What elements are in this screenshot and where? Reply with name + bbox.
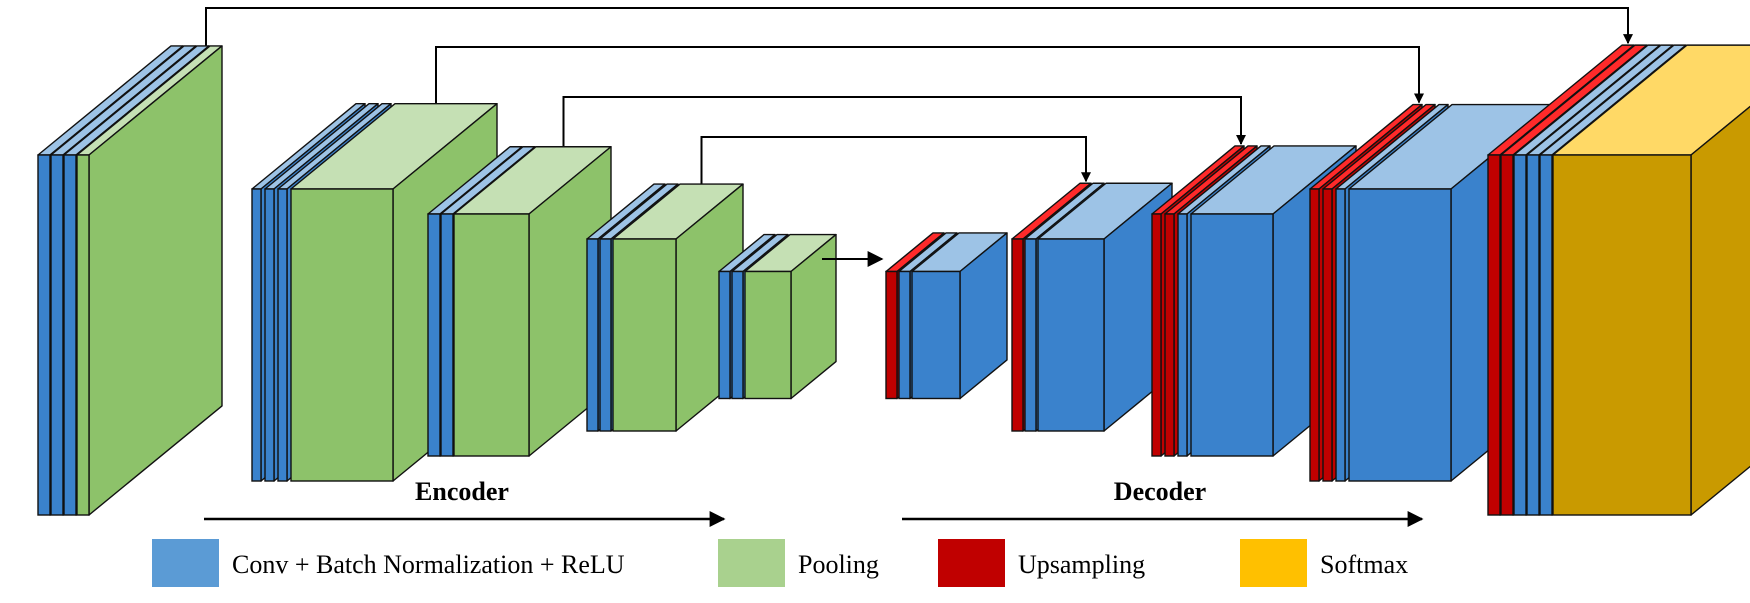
skip-connection-arrow-2: [435, 46, 1424, 106]
bottleneck-stage: [718, 233, 837, 400]
encoder-label: Encoder: [415, 477, 509, 506]
flow-arrows: [204, 251, 1424, 527]
softmax-layer: [1552, 44, 1750, 516]
legend-item-up: Upsampling: [938, 539, 1145, 587]
legend-swatch-soft: [1240, 539, 1307, 587]
skip-connection-arrow-4: [700, 136, 1091, 187]
decoder-stage-2: [1011, 182, 1173, 432]
legend-item-soft: Softmax: [1240, 539, 1408, 587]
legend-swatch-pool: [718, 539, 785, 587]
legend: Conv + Batch Normalization + ReLU Pooling…: [152, 539, 1408, 587]
decoder-label: Decoder: [1114, 477, 1206, 506]
output-stage: [1487, 44, 1750, 516]
skip-connection-arrow-3: [562, 96, 1246, 149]
legend-swatch-up: [938, 539, 1005, 587]
conv-layer: [911, 232, 1008, 400]
legend-label-soft: Softmax: [1320, 550, 1408, 579]
encoder-stage-3: [427, 146, 612, 457]
legend-item-conv: Conv + Batch Normalization + ReLU: [152, 539, 625, 587]
decoder-stage-1: [885, 232, 1008, 400]
legend-label-pool: Pooling: [798, 550, 879, 579]
legend-swatch-conv: [152, 539, 219, 587]
encoder-stage-1: [37, 45, 223, 516]
skip-connections: [205, 7, 1633, 187]
legend-label-up: Upsampling: [1018, 550, 1145, 579]
legend-item-pool: Pooling: [718, 539, 879, 587]
legend-label-conv: Conv + Batch Normalization + ReLU: [232, 550, 625, 579]
pooling-layer: [744, 233, 837, 400]
pooling-layer: [76, 45, 223, 516]
skip-connection-arrow-1: [205, 7, 1633, 48]
network-stages: [37, 44, 1750, 516]
